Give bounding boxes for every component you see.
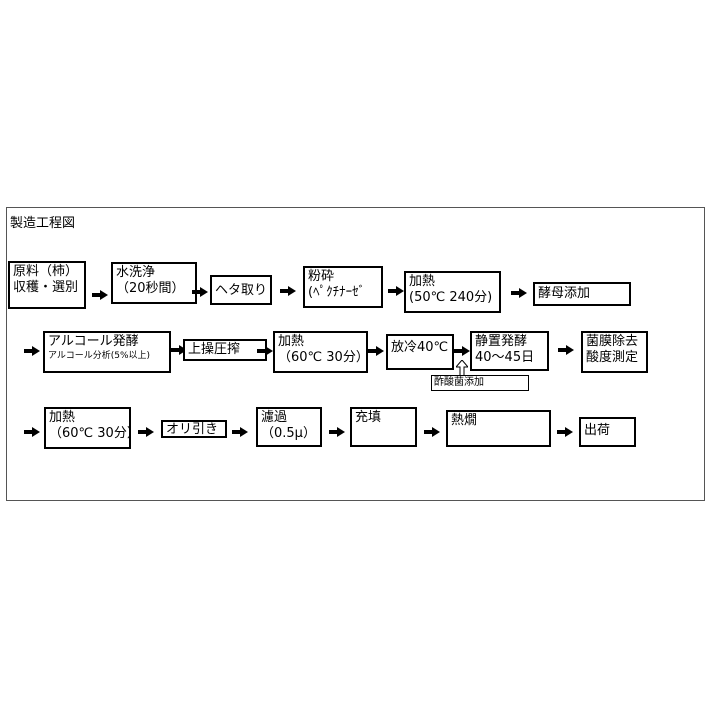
arrow-right-icon — [192, 287, 208, 297]
step-line: (50℃ 240分) — [409, 290, 493, 305]
step-racking: オリ引き — [161, 420, 227, 438]
step-shipping: 出荷 — [579, 417, 636, 447]
step-line: 放冷40℃ — [391, 340, 449, 355]
step-water-wash: 水洗浄 （20秒間） — [111, 262, 197, 304]
diagram-title: 製造工程図 — [10, 216, 76, 231]
step-line: 菌膜除去 — [586, 334, 639, 349]
step-line: 出荷 — [584, 423, 611, 438]
step-crushing: 粉砕 (ﾍﾟｸﾁﾅｰｾﾞ — [303, 266, 383, 308]
arrow-right-icon — [368, 346, 384, 356]
step-line: 40～45日 — [475, 350, 535, 365]
arrow-right-icon — [232, 427, 248, 437]
arrow-right-icon — [424, 427, 440, 437]
step-hot-sterilization: 熱燗 — [446, 410, 551, 447]
step-yeast-addition: 酵母添加 — [533, 282, 631, 306]
step-line: 水洗浄 — [116, 265, 156, 280]
step-filtration: 濾過 （0.5μ） — [256, 407, 322, 447]
arrow-right-icon — [388, 286, 404, 296]
step-heating-2: 加熱 （60℃ 30分） — [273, 331, 368, 373]
step-line: アルコール分析(5%以上) — [48, 351, 151, 361]
step-heating-3: 加熱 （60℃ 30分） — [44, 407, 131, 449]
step-line: 上操圧搾 — [188, 342, 241, 357]
step-line: 加熱 — [409, 274, 436, 289]
step-line: ヘタ取り — [215, 283, 268, 298]
arrow-right-icon — [138, 427, 154, 437]
arrow-right-icon — [511, 288, 527, 298]
step-line: （0.5μ） — [261, 426, 316, 441]
step-line: 静置発酵 — [475, 334, 528, 349]
step-alcohol-fermentation: アルコール発酵 アルコール分析(5%以上) — [43, 331, 171, 373]
arrow-right-icon — [92, 290, 108, 300]
step-line: 充填 — [355, 410, 382, 425]
step-line: 原料（柿） — [13, 264, 79, 279]
step-pressing: 上操圧搾 — [183, 339, 267, 361]
step-heating-1: 加熱 (50℃ 240分) — [404, 271, 501, 313]
step-filling: 充填 — [350, 407, 417, 447]
step-line: （60℃ 30分） — [278, 350, 368, 365]
step-line: (ﾍﾟｸﾁﾅｰｾﾞ — [308, 285, 366, 300]
arrow-right-icon — [257, 346, 273, 356]
step-film-removal: 菌膜除去 酸度測定 — [581, 331, 648, 373]
arrow-right-icon — [329, 427, 345, 437]
step-line: 加熱 — [49, 410, 76, 425]
step-line: 熱燗 — [451, 413, 478, 428]
step-line: （60℃ 30分） — [49, 426, 131, 441]
step-line: 酵母添加 — [538, 286, 591, 301]
step-line: 粉砕 — [308, 269, 335, 284]
acetic-acid-bacteria-note: 酢酸菌添加 — [431, 375, 529, 391]
arrow-right-icon — [24, 346, 40, 356]
diagram-frame — [6, 207, 705, 501]
step-line: アルコール発酵 — [48, 334, 139, 349]
step-line: 酸度測定 — [586, 350, 639, 365]
arrow-right-icon — [558, 345, 574, 355]
step-cooling: 放冷40℃ — [386, 334, 454, 370]
arrow-right-icon — [454, 346, 470, 356]
arrow-right-icon — [557, 427, 573, 437]
step-raw-material: 原料（柿） 収穫・選別 — [8, 261, 86, 309]
step-static-fermentation: 静置発酵 40～45日 — [470, 331, 549, 371]
step-line: 収穫・選別 — [13, 280, 79, 295]
arrow-right-icon — [280, 286, 296, 296]
step-line: 加熱 — [278, 334, 305, 349]
arrow-right-icon — [24, 427, 40, 437]
arrow-up-icon — [456, 360, 468, 376]
step-stem-removal: ヘタ取り — [210, 275, 272, 305]
step-line: オリ引き — [166, 422, 219, 437]
step-line: （20秒間） — [116, 281, 185, 296]
step-line: 濾過 — [261, 410, 288, 425]
